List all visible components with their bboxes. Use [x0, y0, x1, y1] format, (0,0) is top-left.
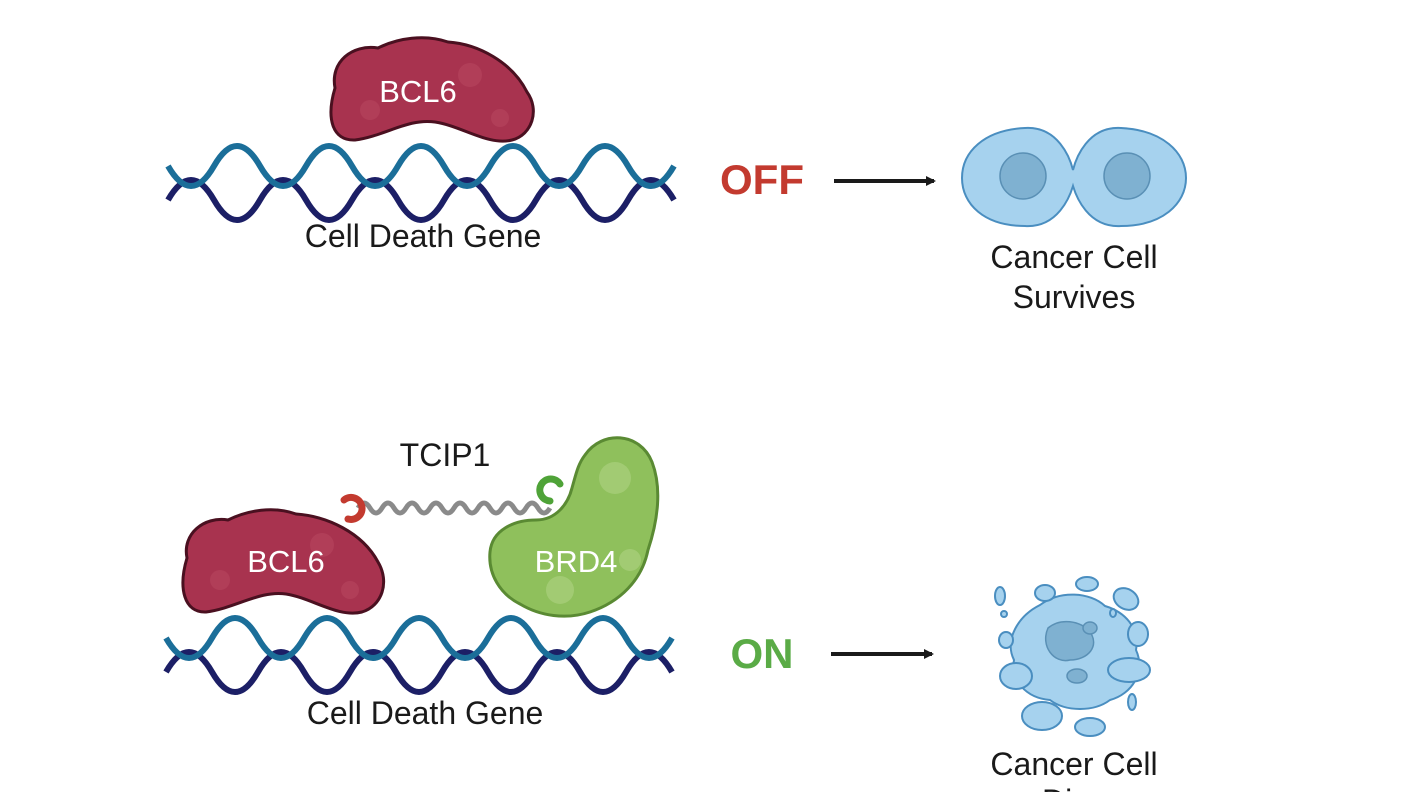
dna-strand-light-icon [163, 615, 675, 661]
dna-strand-light-icon [165, 143, 677, 189]
tcip1-linker-icon [355, 500, 553, 516]
outcome-bottom-line1: Cancer Cell [990, 746, 1157, 782]
bcl6-shape-icon [329, 36, 535, 143]
state-off-label: OFF [720, 156, 804, 203]
outcome-bottom-line2: Dies [1042, 783, 1106, 792]
brd4-binder-hook-icon [536, 475, 564, 505]
brd4-protein: BRD4 [488, 436, 660, 618]
brd4-label: BRD4 [535, 544, 618, 579]
dna-helix-top [165, 143, 677, 223]
outcome-top-line2: Survives [1013, 279, 1136, 315]
dna-strand-dark-icon [163, 649, 675, 695]
dividing-cell-icon [960, 126, 1188, 228]
top-panel: BCL6 Cell Death Gene OFF Cancer Cell Sur… [165, 36, 1188, 315]
bcl6-label-bottom: BCL6 [247, 544, 325, 579]
tcip1-label: TCIP1 [400, 437, 491, 473]
gene-label-bottom: Cell Death Gene [307, 695, 544, 731]
state-on-label: ON [731, 630, 794, 677]
bcl6-shape-icon [181, 508, 386, 615]
bcl6-protein-top: BCL6 [329, 36, 535, 143]
bcl6-label-top: BCL6 [379, 74, 457, 109]
gene-label-top: Cell Death Gene [305, 218, 542, 254]
outcome-top-line1: Cancer Cell [990, 239, 1157, 275]
bcl6-protein-bottom: BCL6 [181, 508, 386, 615]
bcl6-binder-hook-icon [340, 493, 366, 523]
dying-cell-icon [994, 576, 1151, 737]
dna-strand-dark-icon [165, 177, 677, 223]
bottom-panel: TCIP1 BRD4 BCL6 Cell Death Gene [163, 436, 1158, 792]
dna-helix-bottom [163, 615, 675, 695]
